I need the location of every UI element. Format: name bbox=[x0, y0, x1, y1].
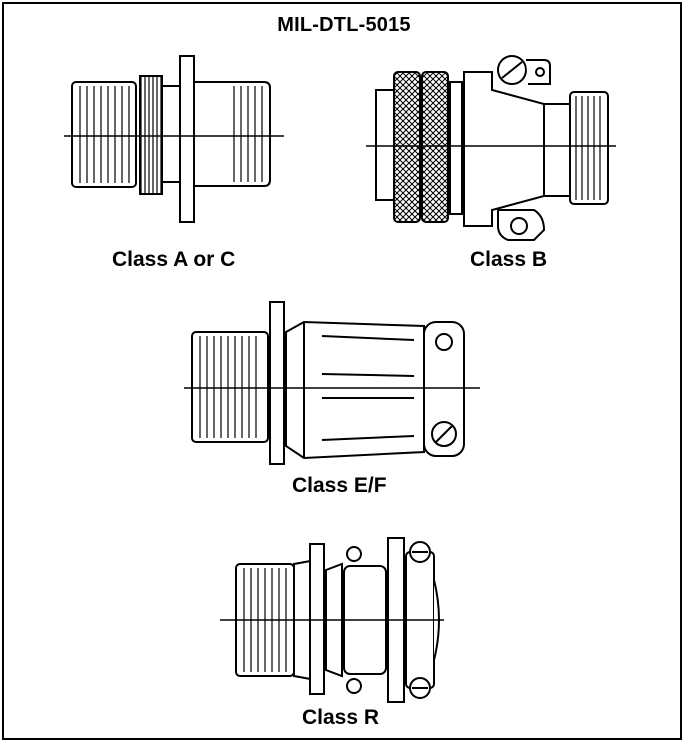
class-a-c-drawing bbox=[64, 55, 284, 223]
class-a-c-label: Class A or C bbox=[112, 248, 236, 271]
class-e-f-drawing bbox=[184, 301, 480, 465]
class-b-label: Class B bbox=[470, 248, 548, 271]
class-r-label: Class R bbox=[302, 706, 380, 729]
class-e-f-label: Class E/F bbox=[292, 474, 387, 497]
connector-illustrations bbox=[64, 55, 616, 703]
class-r-drawing bbox=[220, 537, 444, 703]
diagram-title: MIL-DTL-5015 bbox=[277, 14, 411, 36]
class-b-drawing bbox=[366, 55, 616, 241]
